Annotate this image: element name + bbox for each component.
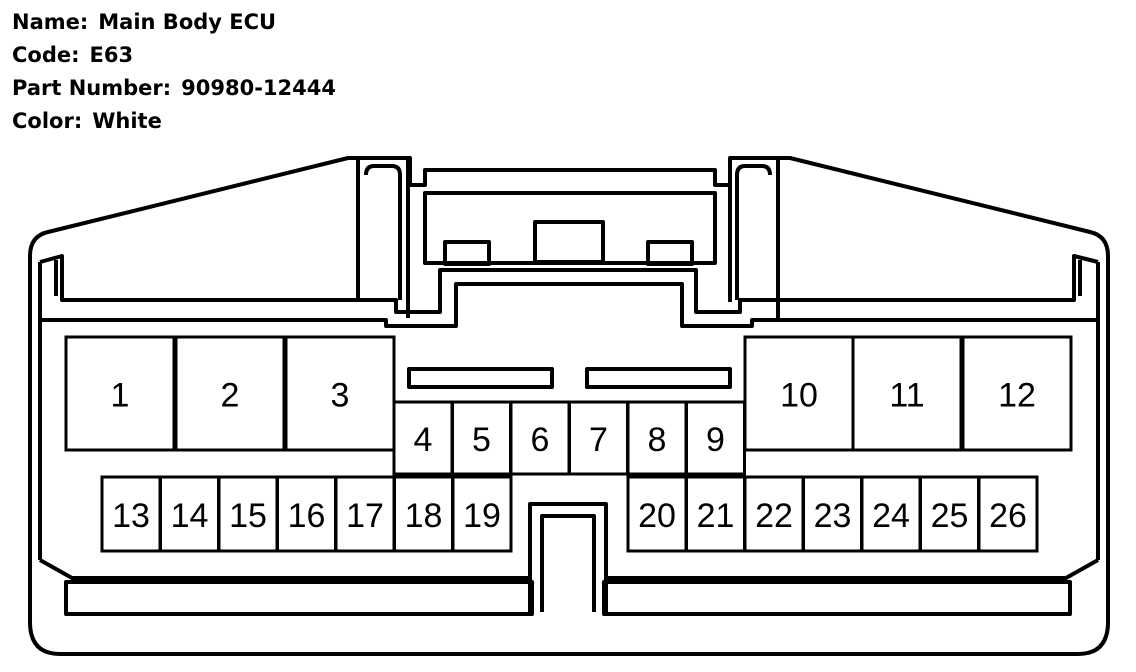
lock-block [423, 191, 717, 265]
pin-cavity-12 [961, 335, 1073, 452]
code-label: Code: [12, 43, 80, 67]
left-side-rail [39, 254, 1099, 314]
inner-top-line [40, 282, 1098, 328]
pin-label-22: 22 [755, 497, 793, 535]
slot-right [585, 367, 732, 389]
pin-cavity-9 [685, 400, 746, 476]
connector-housing [28, 156, 1110, 656]
pin-label-3: 3 [331, 377, 350, 415]
pin-label-10: 10 [780, 377, 818, 415]
bottom-channel [64, 580, 534, 616]
lock-tab-center [533, 220, 605, 264]
pin-label-9: 9 [706, 421, 725, 459]
key-slot [528, 502, 608, 612]
pin-label-20: 20 [638, 497, 676, 535]
pin-label-17: 17 [346, 497, 384, 535]
name-value: Main Body ECU [98, 10, 277, 34]
pin-cavity-2 [174, 335, 286, 452]
left-latch [356, 160, 410, 318]
color-line: Color: White [12, 105, 336, 138]
pin-label-5: 5 [472, 421, 491, 459]
part-number-label: Part Number: [12, 76, 172, 100]
right-latch [728, 160, 780, 318]
pin-cavity-11 [851, 335, 963, 452]
pin-label-15: 15 [229, 497, 267, 535]
pin-cavity-26 [977, 475, 1039, 553]
pin-label-1: 1 [111, 377, 130, 415]
slot-left [407, 367, 554, 389]
pin-cavities [64, 335, 1073, 553]
color-label: Color: [12, 109, 83, 133]
pin-label-8: 8 [648, 421, 667, 459]
pin-label-25: 25 [931, 497, 969, 535]
pin-label-6: 6 [531, 421, 550, 459]
pin-label-13: 13 [112, 497, 150, 535]
name-line: Name: Main Body ECU [12, 6, 336, 39]
right-latch-inner [735, 164, 772, 300]
pin-label-23: 23 [814, 497, 852, 535]
pin-label-12: 12 [998, 377, 1036, 415]
lock-tab-left [443, 240, 491, 266]
left-latch-inner [364, 164, 402, 300]
key-slot-inner [540, 514, 596, 612]
name-label: Name: [12, 10, 89, 34]
pin-label-24: 24 [872, 497, 910, 535]
inner-wall [38, 262, 1100, 560]
color-value: White [92, 109, 162, 133]
lock-tab-right [646, 240, 694, 266]
pin-label-21: 21 [697, 497, 735, 535]
bottom-channel-right [602, 580, 1072, 616]
pin-cavity-1 [64, 335, 176, 452]
pin-label-4: 4 [414, 421, 433, 459]
pin-label-26: 26 [989, 497, 1027, 535]
pin-label-11: 11 [889, 377, 924, 415]
connector-info: Name: Main Body ECU Code: E63 Part Number:… [12, 6, 336, 138]
housing-outline [28, 156, 1110, 656]
pin-label-14: 14 [171, 497, 209, 535]
pin-label-16: 16 [288, 497, 326, 535]
bottom-rail [39, 558, 1099, 580]
pin-label-7: 7 [589, 421, 608, 459]
left-step [54, 260, 1082, 296]
part-number-value: 90980-12444 [181, 76, 336, 100]
code-value: E63 [89, 43, 134, 67]
pin-cavity-3 [284, 335, 396, 452]
part-number-line: Part Number: 90980-12444 [12, 72, 336, 105]
code-line: Code: E63 [12, 39, 336, 72]
pin-label-18: 18 [405, 497, 443, 535]
pin-label-19: 19 [463, 497, 501, 535]
pin-cavity-19 [451, 475, 513, 553]
pin-label-2: 2 [221, 377, 240, 415]
